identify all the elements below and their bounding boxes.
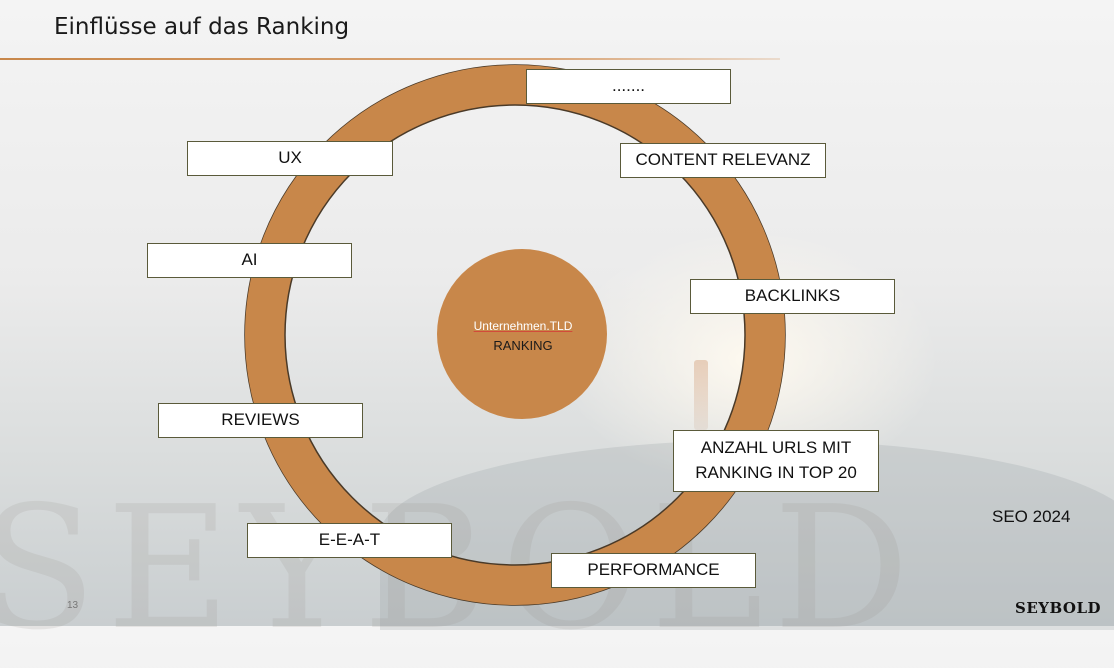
page-number: 13	[67, 600, 79, 611]
factor-box-more: .......	[526, 69, 731, 104]
center-label: Unternehmen.TLD RANKING	[438, 319, 608, 353]
seo-year-tag: SEO 2024	[992, 507, 1071, 526]
brand-logo-text: SEYBOLD	[1015, 599, 1102, 617]
factor-box-backlinks: BACKLINKS	[690, 279, 895, 314]
factor-box-urls-top20: ANZAHL URLS MIT RANKING IN TOP 20	[673, 430, 879, 492]
center-circle	[437, 249, 607, 419]
ring-inner-edge	[284, 104, 746, 566]
factor-box-content-relevanz: CONTENT RELEVANZ	[620, 143, 826, 178]
factor-box-ai: AI	[147, 243, 352, 278]
factor-box-ux: UX	[187, 141, 393, 176]
center-url-text: Unternehmen.TLD	[473, 319, 573, 333]
factor-box-eeat: E-E-A-T	[247, 523, 452, 558]
background-lighthouse	[694, 360, 708, 430]
title-underline	[0, 58, 780, 60]
ring-band	[245, 65, 785, 605]
factor-box-performance: PERFORMANCE	[551, 553, 756, 588]
center-ranking-text: RANKING	[493, 338, 553, 353]
slide-title: Einflüsse auf das Ranking	[54, 14, 350, 40]
ranking-ring-diagram	[244, 64, 786, 606]
factor-box-reviews: REVIEWS	[158, 403, 363, 438]
